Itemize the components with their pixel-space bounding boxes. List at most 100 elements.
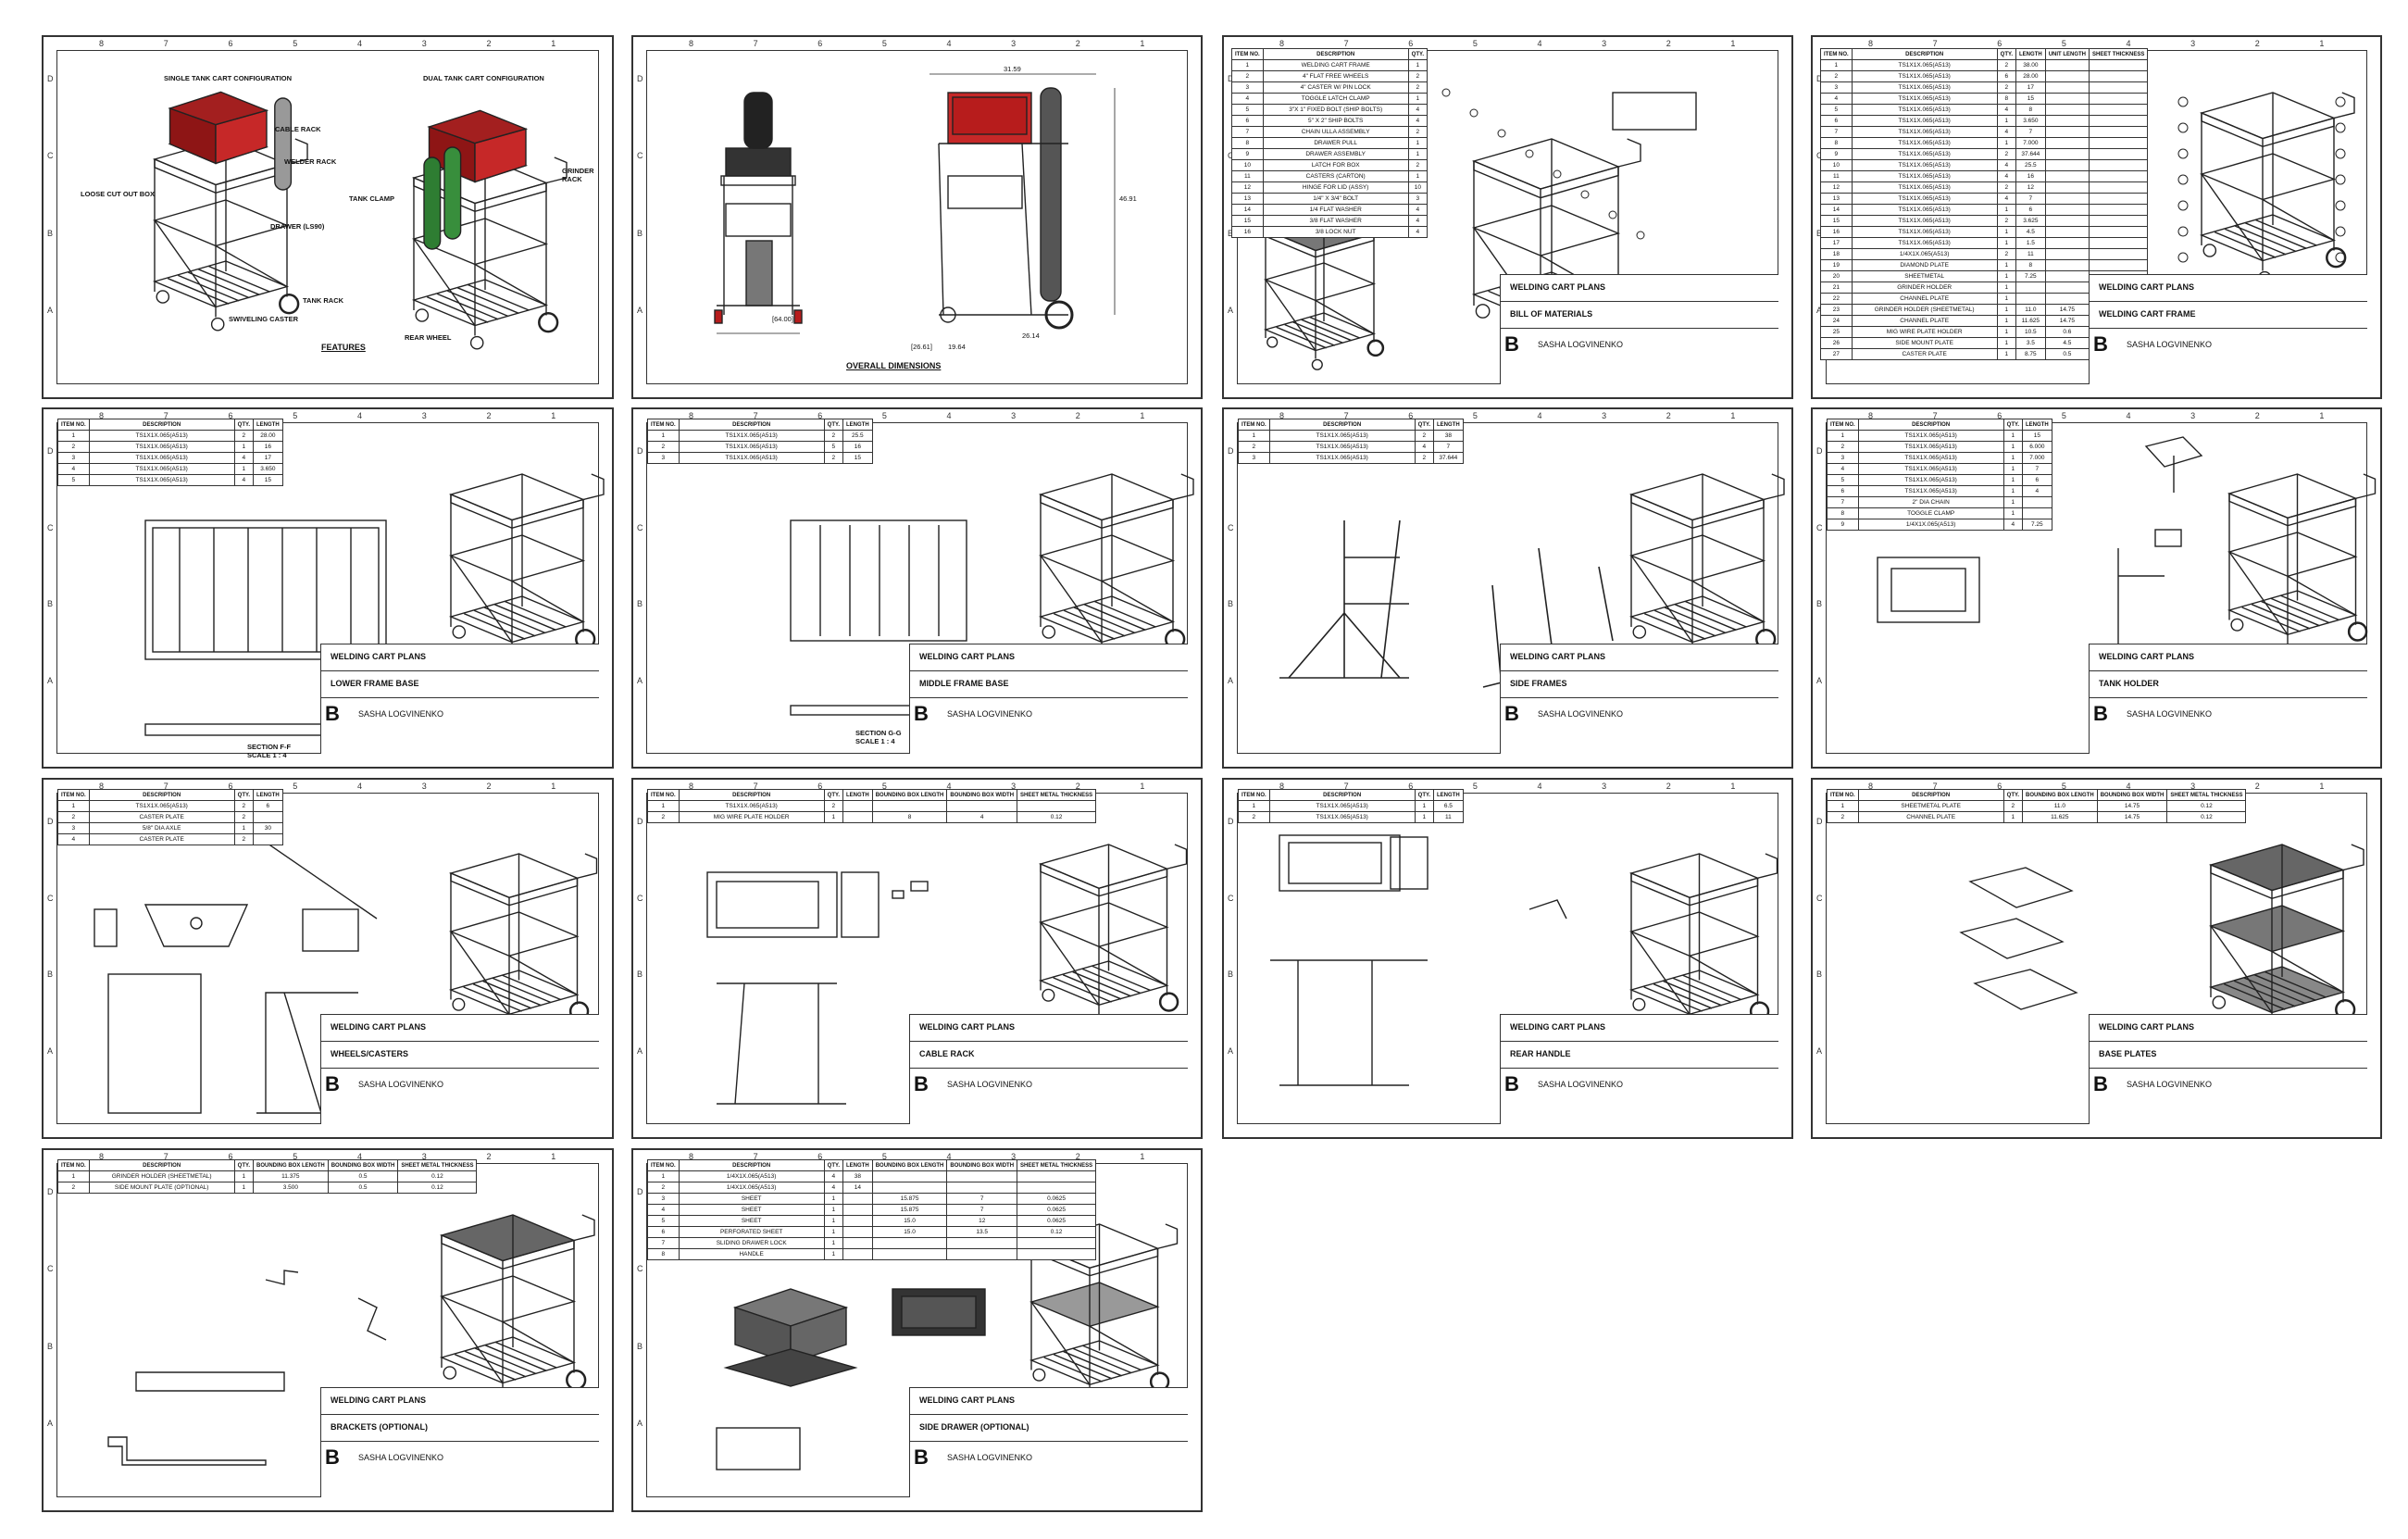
bom-cell: CHANNEL PLATE [1851,293,1998,305]
bom-cell: 23 [1820,304,1853,316]
bom-cell: 1 [1238,430,1270,442]
bom-cell: 1 [2003,452,2024,464]
bom-cell: 1 [233,463,255,475]
bom-cell: 8 [2015,259,2046,271]
bom-cell: 25.5 [2015,159,2046,171]
project-title: WELDING CART PLANS [1510,282,1605,292]
zone-marker: 5 [1472,39,1478,48]
bom-cell: MIG WIRE PLATE HOLDER [678,811,825,823]
bom-cell [842,1215,873,1227]
bom-cell: TOGGLE CLAMP [1857,507,2004,519]
zone-marker: 6 [817,411,823,420]
bom-cell: HANDLE [678,1248,825,1260]
author-name: SASHA LOGVINENKO [947,709,1033,719]
cart-isometric-view [1038,473,1194,667]
bom-header: LENGTH [1433,789,1464,801]
zone-marker: 1 [2319,39,2325,48]
bom-header: ITEM NO. [1827,789,1859,801]
sheet-drawing [107,1214,595,1466]
bom-cell: TS1X1X.065(A513) [1851,193,1998,205]
zone-marker: 3 [1011,1152,1017,1161]
bom-cell: GRINDER HOLDER (SHEETMETAL) [1851,304,1998,316]
bom-cell: TS1X1X.065(A513) [678,452,825,464]
bom-header: SHEET THICKNESS [2089,48,2149,60]
bom-cell: 15.0 [871,1226,948,1238]
zone-marker: 4 [357,1152,363,1161]
bom-cell: 10 [1407,181,1429,194]
zone-marker: D [47,74,54,83]
bom-header: LENGTH [842,789,873,801]
author-name: SASHA LOGVINENKO [2127,709,2213,719]
bom-cell: 1 [2003,430,2024,442]
bom-cell: GRINDER HOLDER (SHEETMETAL) [88,1170,235,1182]
bom-cell: 4" CASTER W/ PIN LOCK [1262,81,1409,94]
zone-marker: 2 [2254,782,2260,791]
zone-marker: B [637,1341,643,1351]
bom-cell: 19 [1820,259,1853,271]
bom-cell: 4 [1407,204,1429,216]
section-label: SECTION F-F SCALE 1 : 4 [247,743,292,759]
bom-cell: TS1X1X.065(A513) [1851,81,1998,94]
author-name: SASHA LOGVINENKO [2127,1080,2213,1089]
bom-cell: 2 [647,811,680,823]
bom-cell: 4.5 [2044,337,2090,349]
zone-marker: 5 [2061,411,2066,420]
bom-cell: 1 [1996,226,2017,238]
bom-cell: 1 [1407,148,1429,160]
bom-cell: 3 [1238,452,1270,464]
zone-marker: 3 [1602,39,1607,48]
bom-header: DESCRIPTION [1857,419,2004,431]
sheet-drawing [1959,844,2364,1037]
bom-cell: 1 [1231,59,1264,71]
bom-cell [842,1226,873,1238]
zone-marker: 8 [1279,411,1285,420]
bom-header: QTY. [1407,48,1429,60]
bom-cell: TS1X1X.065(A513) [1268,800,1416,812]
bom-cell: 4 [2022,485,2052,497]
bom-cell: 1/4" X 3/4" BOLT [1262,193,1409,205]
bom-cell [2089,59,2149,71]
bom-cell: 15 [1820,215,1853,227]
cart-isometric-view [448,853,598,1038]
bom-cell: 16 [2015,170,2046,182]
bom-cell [871,1170,948,1182]
bom-cell [2044,93,2090,105]
zone-marker: 8 [99,1152,105,1161]
bom-cell [2044,70,2090,82]
zone-marker: 6 [817,39,823,48]
bom-cell [2044,215,2090,227]
dimension-label: [64.00] [772,315,793,323]
bom-cell: 0.0625 [1017,1204,1097,1216]
bom-cell: 38 [1433,430,1464,442]
bom-cell: 12 [1231,181,1264,194]
bom-cell: 7.000 [2022,452,2052,464]
bom-cell [871,1237,948,1249]
zone-marker: 8 [99,39,105,48]
sheet-title: WELDING CART FRAME [2099,309,2196,319]
bom-cell: 1 [823,811,844,823]
bom-header: DESCRIPTION [1857,789,2004,801]
bom-cell: 7 [2015,126,2046,138]
bom-cell [2089,237,2149,249]
zone-marker: D [1816,74,1823,83]
bom-cell [946,1237,1018,1249]
bom-cell: 7.25 [2015,270,2046,282]
zone-marker: 6 [817,782,823,791]
bom-cell [2044,293,2090,305]
bom-cell: 14.75 [2044,315,2090,327]
bom-cell: 2 [647,1182,680,1194]
bom-cell [2044,104,2090,116]
bom-cell: 5 [823,441,844,453]
